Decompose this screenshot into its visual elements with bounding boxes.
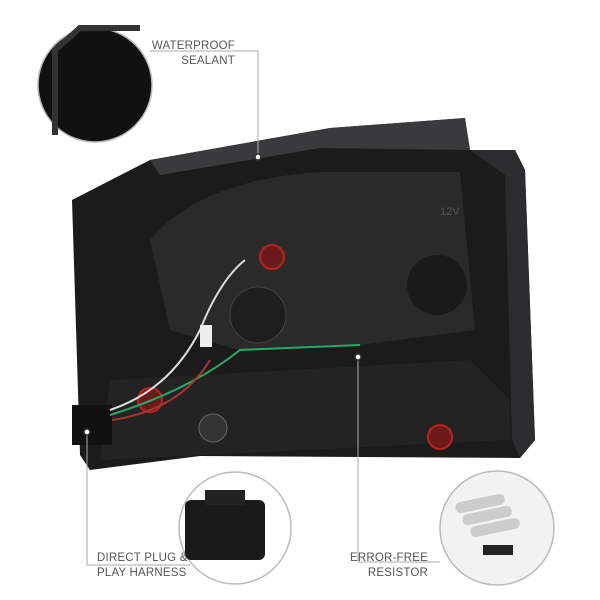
wires: [109, 259, 246, 411]
housing-top-lens-edge: [150, 118, 470, 175]
harness-label: DIRECT PLUG & PLAY HARNESS: [97, 551, 188, 581]
sealant-label: WATERPROOF SEALANT: [150, 39, 235, 69]
voltage-marking: 12V: [440, 206, 460, 218]
bulb-socket: [229, 286, 287, 344]
sealant-marker-dot: [254, 153, 262, 161]
harness-marker-dot: [83, 428, 91, 436]
bulb-socket: [427, 424, 453, 450]
sealant-label-line2: SEALANT: [181, 55, 235, 67]
resistor-label: ERROR-FREE RESISTOR: [340, 551, 428, 581]
resistor-leader-line: [357, 357, 440, 563]
wires: [109, 344, 361, 416]
harness-leader-line: [86, 432, 190, 566]
bulb-socket: [198, 413, 228, 443]
harness-label-line2: PLAY HARNESS: [97, 567, 187, 579]
resistor-marker-dot: [354, 353, 362, 361]
wires: [111, 359, 211, 421]
harness-connector: [72, 405, 112, 445]
sealant-leader-line: [150, 50, 259, 155]
inline-connector: [200, 325, 212, 347]
harness-label-line1: DIRECT PLUG &: [97, 552, 188, 564]
resistor-label-line1: ERROR-FREE: [349, 552, 428, 564]
housing-right-flange: [470, 150, 535, 458]
sealant-label-line1: WATERPROOF: [151, 40, 235, 52]
vent-cap: [407, 255, 467, 315]
resistor-label-line2: RESISTOR: [367, 567, 428, 579]
bulb-socket: [259, 244, 285, 270]
